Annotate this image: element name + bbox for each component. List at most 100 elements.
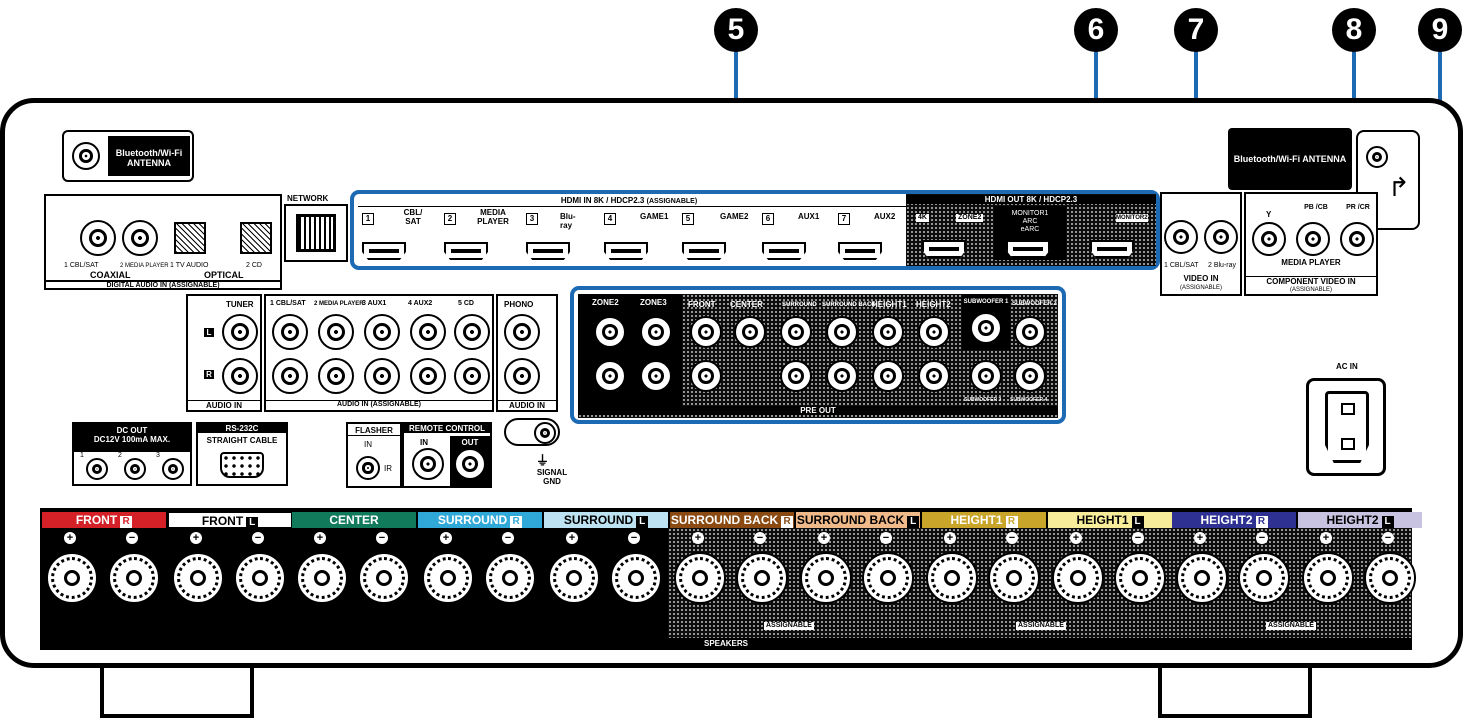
pre-out-title: PRE OUT xyxy=(578,406,1058,415)
audio-in-3-r[interactable] xyxy=(364,358,400,394)
pre-surround-back-r[interactable] xyxy=(826,360,858,392)
ac-in-socket[interactable] xyxy=(1306,378,1386,476)
tuner-l-jack[interactable] xyxy=(222,314,258,350)
pre-front-l[interactable] xyxy=(690,316,722,348)
hdmi-in-2-port[interactable] xyxy=(444,242,488,260)
pre-height2-l[interactable] xyxy=(918,316,950,348)
audio-in-1-l[interactable] xyxy=(272,314,308,350)
dc-out-panel: DC OUT DC12V 100mA MAX. 1 2 3 xyxy=(72,422,192,486)
remote-out-jack[interactable] xyxy=(454,448,486,480)
remote-in-jack[interactable] xyxy=(412,448,444,480)
audio-in-2-r[interactable] xyxy=(318,358,354,394)
zone2-l-jack[interactable] xyxy=(594,316,626,348)
optical-2-port[interactable] xyxy=(240,222,272,254)
hdmi-in-4-port[interactable] xyxy=(604,242,648,260)
component-y-jack[interactable] xyxy=(1252,222,1286,256)
optical-1-port[interactable] xyxy=(174,222,206,254)
video-in-2-jack[interactable] xyxy=(1204,220,1238,254)
speaker-terminal-2-minus[interactable] xyxy=(358,552,410,604)
dc-out-1-jack[interactable] xyxy=(86,458,108,480)
signal-gnd-terminal[interactable] xyxy=(504,418,560,446)
hdmi-in-5-port[interactable] xyxy=(682,242,726,260)
hdmi-in-1-port[interactable] xyxy=(362,242,406,260)
audio-in-4-l[interactable] xyxy=(410,314,446,350)
hdmi-out-monitor1-port[interactable] xyxy=(1006,240,1050,258)
speaker-terminal-5-minus[interactable] xyxy=(736,552,788,604)
ethernet-port[interactable] xyxy=(296,214,336,252)
speaker-terminal-8-plus[interactable] xyxy=(1052,552,1104,604)
audio-in-3-l[interactable] xyxy=(364,314,400,350)
hdmi-out-monitor2-port[interactable] xyxy=(1090,240,1134,258)
speaker-terminal-9-plus[interactable] xyxy=(1176,552,1228,604)
zone2-r-jack[interactable] xyxy=(594,360,626,392)
pre-sub4[interactable] xyxy=(1014,360,1046,392)
dc-out-2-jack[interactable] xyxy=(124,458,146,480)
speaker-terminal-4-minus[interactable] xyxy=(610,552,662,604)
hdmi-in-7-port[interactable] xyxy=(838,242,882,260)
audio-in-1-r[interactable] xyxy=(272,358,308,394)
speaker-terminal-7-minus[interactable] xyxy=(988,552,1040,604)
speaker-terminal-10-plus[interactable] xyxy=(1302,552,1354,604)
rs232c-port[interactable] xyxy=(220,452,264,478)
video-in-2-label: 2 Blu-ray xyxy=(1208,262,1237,269)
speaker-terminal-4-plus[interactable] xyxy=(548,552,600,604)
plus-icon: + xyxy=(818,532,830,544)
pre-center[interactable] xyxy=(734,316,766,348)
plus-icon: + xyxy=(440,532,452,544)
phono-l-jack[interactable] xyxy=(504,314,540,350)
audio-in-2-l[interactable] xyxy=(318,314,354,350)
speaker-side-badge: R xyxy=(1005,516,1018,528)
audio-in-5-l[interactable] xyxy=(454,314,490,350)
audio-in-4-r[interactable] xyxy=(410,358,446,394)
hdmi-in-6-port[interactable] xyxy=(762,242,806,260)
pre-height2-r[interactable] xyxy=(918,360,950,392)
speaker-terminal-0-plus[interactable] xyxy=(46,552,98,604)
remote-in-label: IN xyxy=(420,438,428,447)
antenna-connector[interactable] xyxy=(72,142,100,170)
speaker-terminal-2-plus[interactable] xyxy=(296,552,348,604)
pre-height1-l[interactable] xyxy=(872,316,904,348)
pre-surround-r[interactable] xyxy=(780,360,812,392)
digital-audio-in-panel: 1 CBL/SAT 2 MEDIA PLAYER 1 TV AUDIO 2 CD… xyxy=(44,194,282,290)
pre-sub1[interactable] xyxy=(970,312,1002,344)
zone3-l-jack[interactable] xyxy=(640,316,672,348)
audio-in-5-r[interactable] xyxy=(454,358,490,394)
flasher-jack[interactable] xyxy=(356,456,380,480)
pre-sub2[interactable] xyxy=(1014,316,1046,348)
pre-surround-back-l[interactable] xyxy=(826,316,858,348)
video-in-1-jack[interactable] xyxy=(1164,220,1198,254)
minus-icon: − xyxy=(628,532,640,544)
speaker-terminal-1-plus[interactable] xyxy=(172,552,224,604)
speaker-terminal-0-minus[interactable] xyxy=(108,552,160,604)
phono-r-jack[interactable] xyxy=(504,358,540,394)
speaker-terminal-8-minus[interactable] xyxy=(1114,552,1166,604)
speaker-terminal-6-plus[interactable] xyxy=(800,552,852,604)
zone3-r-jack[interactable] xyxy=(640,360,672,392)
earc-label: eARC xyxy=(1020,226,1040,233)
antenna-connector-right[interactable] xyxy=(1366,146,1388,168)
speaker-terminal-7-plus[interactable] xyxy=(926,552,978,604)
remote-control-panel: REMOTE CONTROL IN OUT xyxy=(402,422,492,488)
speaker-terminal-6-minus[interactable] xyxy=(862,552,914,604)
pre-height1-r[interactable] xyxy=(872,360,904,392)
coax-2-jack[interactable] xyxy=(122,220,158,256)
speaker-terminal-3-plus[interactable] xyxy=(422,552,474,604)
speaker-terminal-3-minus[interactable] xyxy=(484,552,536,604)
component-pr-jack[interactable] xyxy=(1340,222,1374,256)
tuner-r-jack[interactable] xyxy=(222,358,258,394)
coax-1-jack[interactable] xyxy=(80,220,116,256)
speaker-group-name: FRONT xyxy=(201,514,244,528)
speaker-terminal-9-minus[interactable] xyxy=(1238,552,1290,604)
speaker-terminal-10-minus[interactable] xyxy=(1364,552,1416,604)
pre-sub3[interactable] xyxy=(970,360,1002,392)
component-pb-jack[interactable] xyxy=(1296,222,1330,256)
speaker-terminal-1-minus[interactable] xyxy=(234,552,286,604)
hdmi-in-3-port[interactable] xyxy=(526,242,570,260)
pre-front-r[interactable] xyxy=(690,360,722,392)
pre-surround-l[interactable] xyxy=(780,316,812,348)
optical-1-label: 1 TV AUDIO xyxy=(170,262,209,269)
speaker-terminal-5-plus[interactable] xyxy=(674,552,726,604)
dc-out-3-jack[interactable] xyxy=(162,458,184,480)
hdmi-out-zone2-port[interactable] xyxy=(922,240,966,258)
